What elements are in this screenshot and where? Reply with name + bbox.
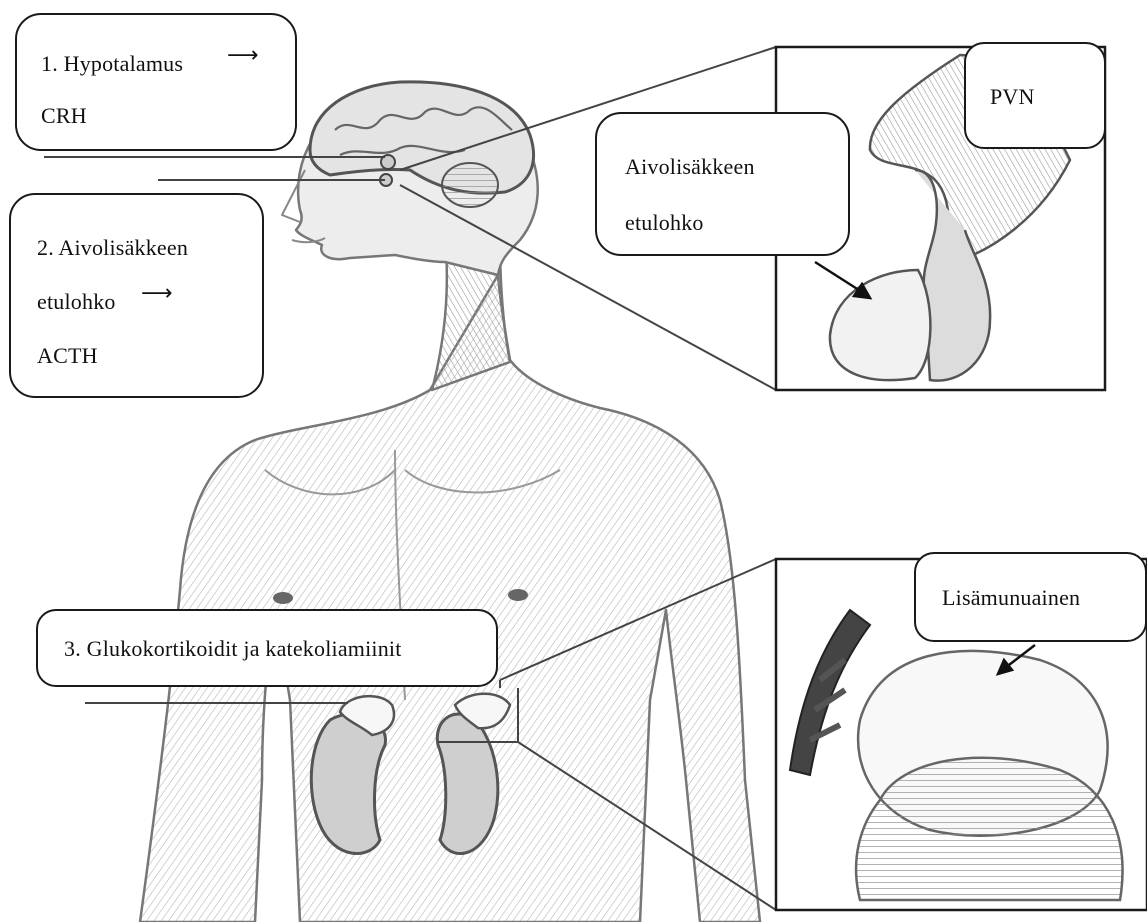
hypothalamus-label: 1. Hypotalamus ⟶ CRH	[15, 13, 297, 151]
hypothalamus-title: 1. Hypotalamus	[41, 51, 183, 77]
inset-pituitary-label: Aivolisäkkeen etulohko	[595, 112, 850, 256]
arrow-right-icon: ⟶	[141, 283, 173, 305]
inset-adrenal-label: Lisämunuainen	[914, 552, 1147, 642]
inset-pituitary-line1: Aivolisäkkeen	[625, 154, 755, 180]
pituitary-hormone: ACTH	[37, 343, 98, 369]
pituitary-label: 2. Aivolisäkkeen etulohko ⟶ ACTH	[9, 193, 264, 398]
inset-adrenal-text: Lisämunuainen	[942, 585, 1080, 611]
adrenal-hormones-text: 3. Glukokortikoidit ja katekoliamiinit	[64, 636, 402, 662]
inset-pvn-text: PVN	[990, 84, 1035, 110]
inset-pvn-label: PVN	[964, 42, 1106, 149]
adrenal-hormones-label: 3. Glukokortikoidit ja katekoliamiinit	[36, 609, 498, 687]
arrow-right-icon: ⟶	[227, 45, 259, 67]
pituitary-title-line2: etulohko	[37, 289, 116, 315]
pituitary-title-line1: 2. Aivolisäkkeen	[37, 235, 188, 261]
hypothalamus-hormone: CRH	[41, 103, 87, 129]
inset-pituitary-line2: etulohko	[625, 210, 704, 236]
